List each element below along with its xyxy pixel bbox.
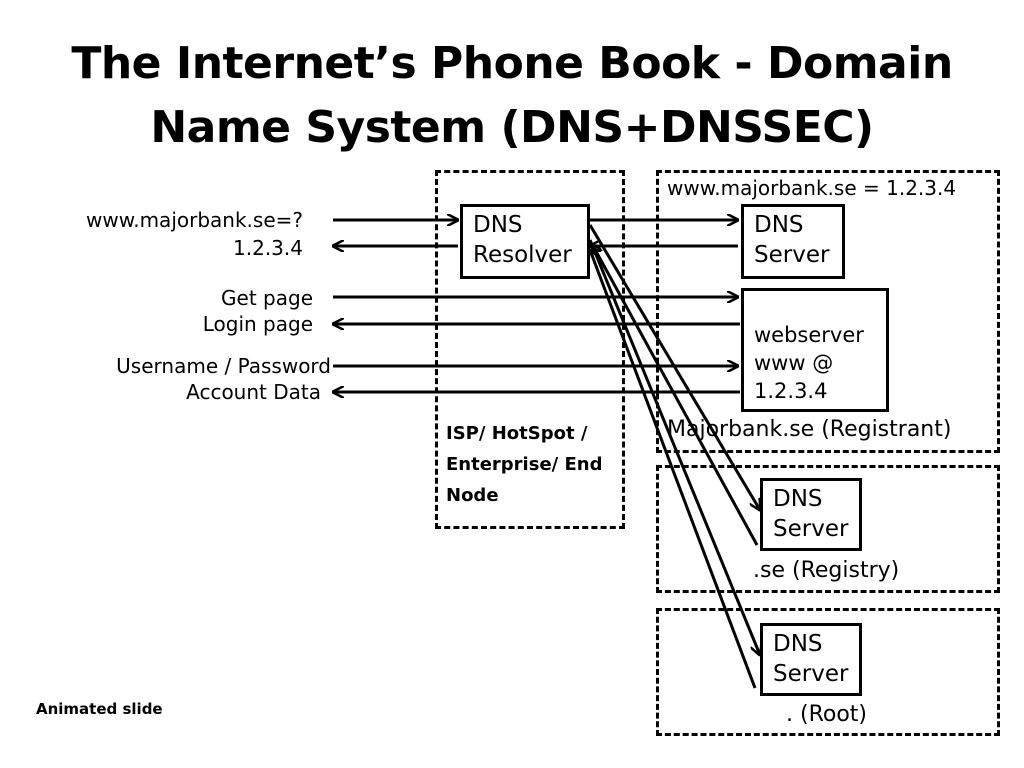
resolver-zone-label: ISP/ HotSpot / Enterprise/ End Node — [446, 418, 621, 511]
resolver-zone-label-line-1: ISP/ HotSpot / — [446, 423, 588, 444]
registrant-dns-line-2: Server — [754, 242, 830, 268]
query-label: www.majorbank.se=? — [85, 208, 303, 232]
registrant-dns-line-1: DNS — [754, 212, 804, 238]
arrow-root-to-resolver — [590, 250, 757, 689]
login-page-label: Login page — [202, 312, 313, 336]
resolver-zone-label-line-2: Enterprise/ End — [446, 454, 603, 475]
registrant-dns-server-box: DNS Server — [741, 204, 845, 279]
webserver-box: webserver www @ 1.2.3.4 — [741, 288, 889, 412]
registry-zone — [656, 465, 1000, 593]
registrant-zone — [656, 170, 1000, 453]
animated-slide-note: Animated slide — [36, 700, 163, 718]
account-data-label: Account Data — [186, 380, 321, 404]
root-dns-server-box: DNS Server — [760, 623, 862, 696]
registrant-record: www.majorbank.se = 1.2.3.4 — [667, 176, 957, 200]
slide-title: The Internet’s Phone Book - Domain Name … — [0, 32, 1024, 160]
dns-resolver-box: DNS Resolver — [460, 204, 590, 279]
dns-resolver-line-2: Resolver — [473, 242, 572, 268]
registry-dns-line-2: Server — [773, 516, 849, 542]
arrow-resolver-to-root — [588, 239, 760, 655]
registry-dns-line-1: DNS — [773, 486, 823, 512]
title-line-1: The Internet’s Phone Book - Domain — [71, 38, 953, 89]
resolver-zone-label-line-3: Node — [446, 485, 499, 506]
root-dns-line-2: Server — [773, 661, 849, 687]
webserver-line-3: 1.2.3.4 — [754, 379, 828, 403]
root-zone-label: . (Root) — [786, 702, 867, 727]
resolver-zone — [435, 170, 625, 529]
answer-label: 1.2.3.4 — [233, 236, 303, 260]
webserver-line-1: webserver — [754, 323, 864, 347]
webserver-line-2: www @ — [754, 351, 834, 375]
dns-resolver-line-1: DNS — [473, 212, 523, 238]
credentials-label: Username / Password — [116, 354, 331, 378]
registry-dns-server-box: DNS Server — [760, 478, 862, 551]
registry-zone-label: .se (Registry) — [753, 558, 900, 583]
get-page-label: Get page — [221, 286, 313, 310]
arrow-resolver-to-registry — [588, 224, 760, 510]
root-dns-line-1: DNS — [773, 631, 823, 657]
registrant-zone-label: Majorbank.se (Registrant) — [667, 417, 952, 442]
title-line-2: Name System (DNS+DNSSEC) — [150, 102, 874, 153]
arrow-registry-to-resolver — [592, 244, 759, 546]
root-zone — [656, 608, 1000, 736]
